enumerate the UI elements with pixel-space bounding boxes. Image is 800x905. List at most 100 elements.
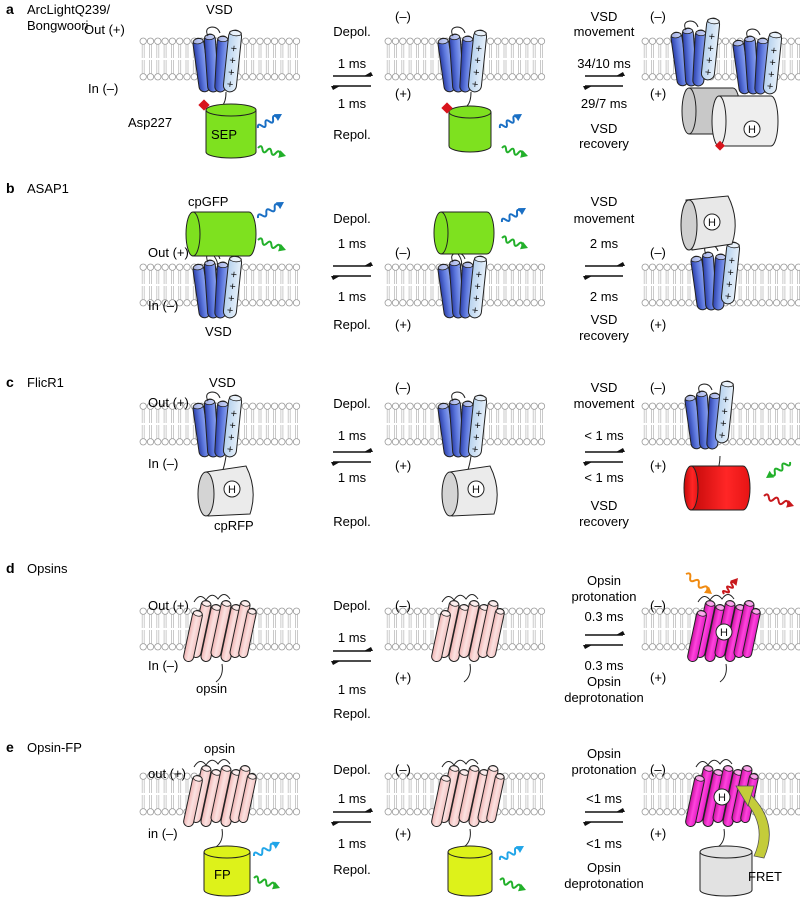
lipid-head bbox=[183, 438, 191, 446]
lipid-head bbox=[501, 263, 509, 271]
lipid-head bbox=[406, 772, 414, 780]
panel-a-asp-label: Asp227 bbox=[128, 115, 172, 130]
lipid-head bbox=[256, 772, 264, 780]
panels-layer: ++++++++++++++++H++++++++++++H++++++++++… bbox=[139, 17, 800, 897]
lipid-head bbox=[537, 37, 546, 45]
lipid-head bbox=[263, 438, 271, 446]
lipid-head bbox=[168, 438, 176, 446]
wave-transform bbox=[252, 841, 280, 857]
lipid-head bbox=[154, 263, 162, 271]
panel-a-mid-barrel bbox=[448, 105, 492, 153]
protonation-badge bbox=[467, 480, 485, 498]
s4-helix: ++++ bbox=[714, 380, 735, 444]
lipid-head bbox=[161, 402, 169, 410]
lipid-head bbox=[270, 299, 279, 307]
lipid-head bbox=[176, 438, 184, 446]
panel-a-t2-rev: 29/7 ms bbox=[581, 96, 628, 111]
lipid-head bbox=[168, 299, 176, 307]
helix-body bbox=[238, 607, 257, 659]
reverse-arrowhead bbox=[583, 276, 592, 280]
lipid-head bbox=[678, 299, 686, 307]
panel-e-mid-top: (–) bbox=[395, 762, 411, 777]
panel-c-fp-label: cpRFP bbox=[214, 518, 254, 533]
charge-plus: + bbox=[766, 81, 774, 94]
panel-a-vsd-label: VSD bbox=[206, 2, 233, 17]
panel-c-out-label: Out (+) bbox=[148, 395, 189, 410]
panel-a-letter: a bbox=[6, 1, 14, 17]
lipid-head bbox=[249, 808, 257, 816]
lipid-head bbox=[421, 73, 429, 81]
lipid-head bbox=[758, 299, 766, 307]
lipid-head bbox=[537, 299, 546, 307]
panel-a-sep-barrel bbox=[205, 103, 257, 159]
lipid-head bbox=[648, 299, 657, 307]
panel-e-right-bottom: (+) bbox=[650, 826, 666, 841]
s4-helix: ++++ bbox=[467, 255, 488, 319]
wave-line bbox=[500, 208, 522, 223]
lipid-head bbox=[656, 772, 664, 780]
s4-helix: ++++ bbox=[222, 255, 243, 319]
lipid-head bbox=[139, 299, 147, 307]
panel-e-opsin-label: opsin bbox=[204, 741, 235, 756]
helix-top bbox=[221, 765, 232, 772]
panel-b-depol: Depol. bbox=[333, 211, 371, 226]
panel-e-right-top: (–) bbox=[650, 762, 666, 777]
panel-e-depol: Depol. bbox=[333, 762, 371, 777]
barrel-end bbox=[681, 87, 697, 135]
panel-d-mid-top: (–) bbox=[395, 598, 411, 613]
helix-top bbox=[705, 600, 716, 607]
helix-top bbox=[201, 765, 212, 772]
panel-b-fp-label: cpGFP bbox=[188, 194, 228, 209]
s4-helix: ++++ bbox=[700, 17, 721, 81]
panel-a-dimer: H bbox=[681, 87, 779, 151]
lipid-head bbox=[648, 772, 657, 780]
lipid-head bbox=[139, 263, 147, 271]
helix-top bbox=[192, 264, 204, 271]
cylinder-side bbox=[699, 851, 753, 897]
loop-line bbox=[684, 20, 699, 31]
lipid-head bbox=[530, 402, 538, 410]
lipid-head bbox=[154, 772, 162, 780]
charge-plus: + bbox=[474, 55, 482, 68]
lipid-head bbox=[139, 37, 147, 45]
panel-d-t2-fwd: 0.3 ms bbox=[584, 609, 624, 624]
lipid-head bbox=[428, 402, 436, 410]
panel-a-t1-fwd: 1 ms bbox=[338, 56, 367, 71]
lipid-head bbox=[270, 643, 279, 651]
lipid-head bbox=[523, 808, 531, 816]
lipid-head bbox=[413, 438, 421, 446]
panel-e-mid-barrel bbox=[447, 845, 493, 897]
lipid-head bbox=[256, 73, 264, 81]
opsin-helix bbox=[238, 772, 257, 824]
panel-b-title: ASAP1 bbox=[27, 181, 69, 196]
wave-line bbox=[252, 842, 276, 857]
charge-plus: + bbox=[475, 43, 483, 56]
wave-transform bbox=[498, 845, 525, 861]
lipid-head bbox=[537, 263, 546, 271]
lipid-head bbox=[406, 37, 414, 45]
lipid-head bbox=[413, 808, 421, 816]
helix-top bbox=[217, 262, 229, 269]
lipid-head bbox=[428, 772, 436, 780]
lipid-head bbox=[263, 37, 271, 45]
lipid-head bbox=[263, 607, 271, 615]
panel-d-title: Opsins bbox=[27, 561, 68, 576]
lipid-head bbox=[176, 263, 184, 271]
panel-b-t2-rev: 2 ms bbox=[590, 289, 619, 304]
lipid-head bbox=[794, 402, 800, 410]
wave-transform bbox=[685, 572, 712, 594]
barrel-side bbox=[718, 95, 779, 147]
lipid-head bbox=[678, 402, 686, 410]
panel-b-linker bbox=[213, 255, 219, 271]
lipid-head bbox=[183, 607, 191, 615]
lipid-head bbox=[154, 438, 162, 446]
lipid-head bbox=[421, 643, 429, 651]
lipid-head bbox=[670, 438, 679, 446]
lipid-head bbox=[670, 299, 679, 307]
lipid-head bbox=[523, 607, 531, 615]
panel-c-in-label: In (–) bbox=[148, 456, 178, 471]
lipid-head bbox=[249, 402, 257, 410]
lipid-head bbox=[270, 402, 279, 410]
panel-e-opsin-mid bbox=[431, 759, 505, 848]
forward-arrowhead bbox=[364, 808, 373, 812]
